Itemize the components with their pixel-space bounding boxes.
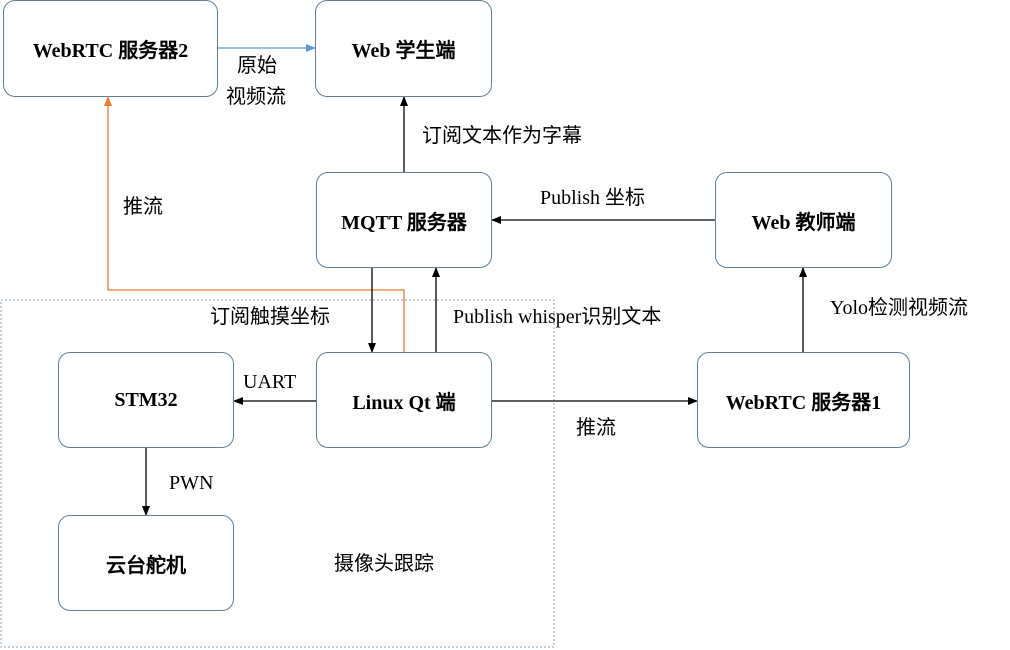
stm32-node: STM32 xyxy=(58,352,234,448)
subscribe-caption-label: 订阅文本作为字幕 xyxy=(422,125,582,147)
linux-qt-node: Linux Qt 端 xyxy=(316,352,492,448)
raw-stream-label-2: 视频流 xyxy=(226,86,286,108)
yolo-stream-label: Yolo检测视频流 xyxy=(830,297,968,319)
push-stream-label-1: 推流 xyxy=(576,417,616,439)
pwn-label: PWN xyxy=(169,472,214,494)
publish-whisper-label: Publish whisper识别文本 xyxy=(453,306,662,328)
raw-stream-label-1: 原始 xyxy=(237,55,277,77)
web-student-node: Web 学生端 xyxy=(315,0,492,97)
webrtc-server-2-node: WebRTC 服务器2 xyxy=(3,0,218,97)
push-stream-label-2: 推流 xyxy=(123,196,163,218)
gimbal-servo-node: 云台舵机 xyxy=(58,515,234,611)
arrow-linuxqt-to-webrtc2 xyxy=(104,96,405,352)
camera-tracking-label: 摄像头跟踪 xyxy=(334,553,434,575)
mqtt-server-node: MQTT 服务器 xyxy=(316,172,492,268)
camera-tracking-group xyxy=(0,299,555,648)
publish-coords-label: Publish 坐标 xyxy=(540,187,646,209)
webrtc-server-1-node: WebRTC 服务器1 xyxy=(697,352,910,448)
subscribe-touch-label: 订阅触摸坐标 xyxy=(210,306,330,328)
web-teacher-node: Web 教师端 xyxy=(715,172,892,268)
uart-label: UART xyxy=(243,371,297,393)
